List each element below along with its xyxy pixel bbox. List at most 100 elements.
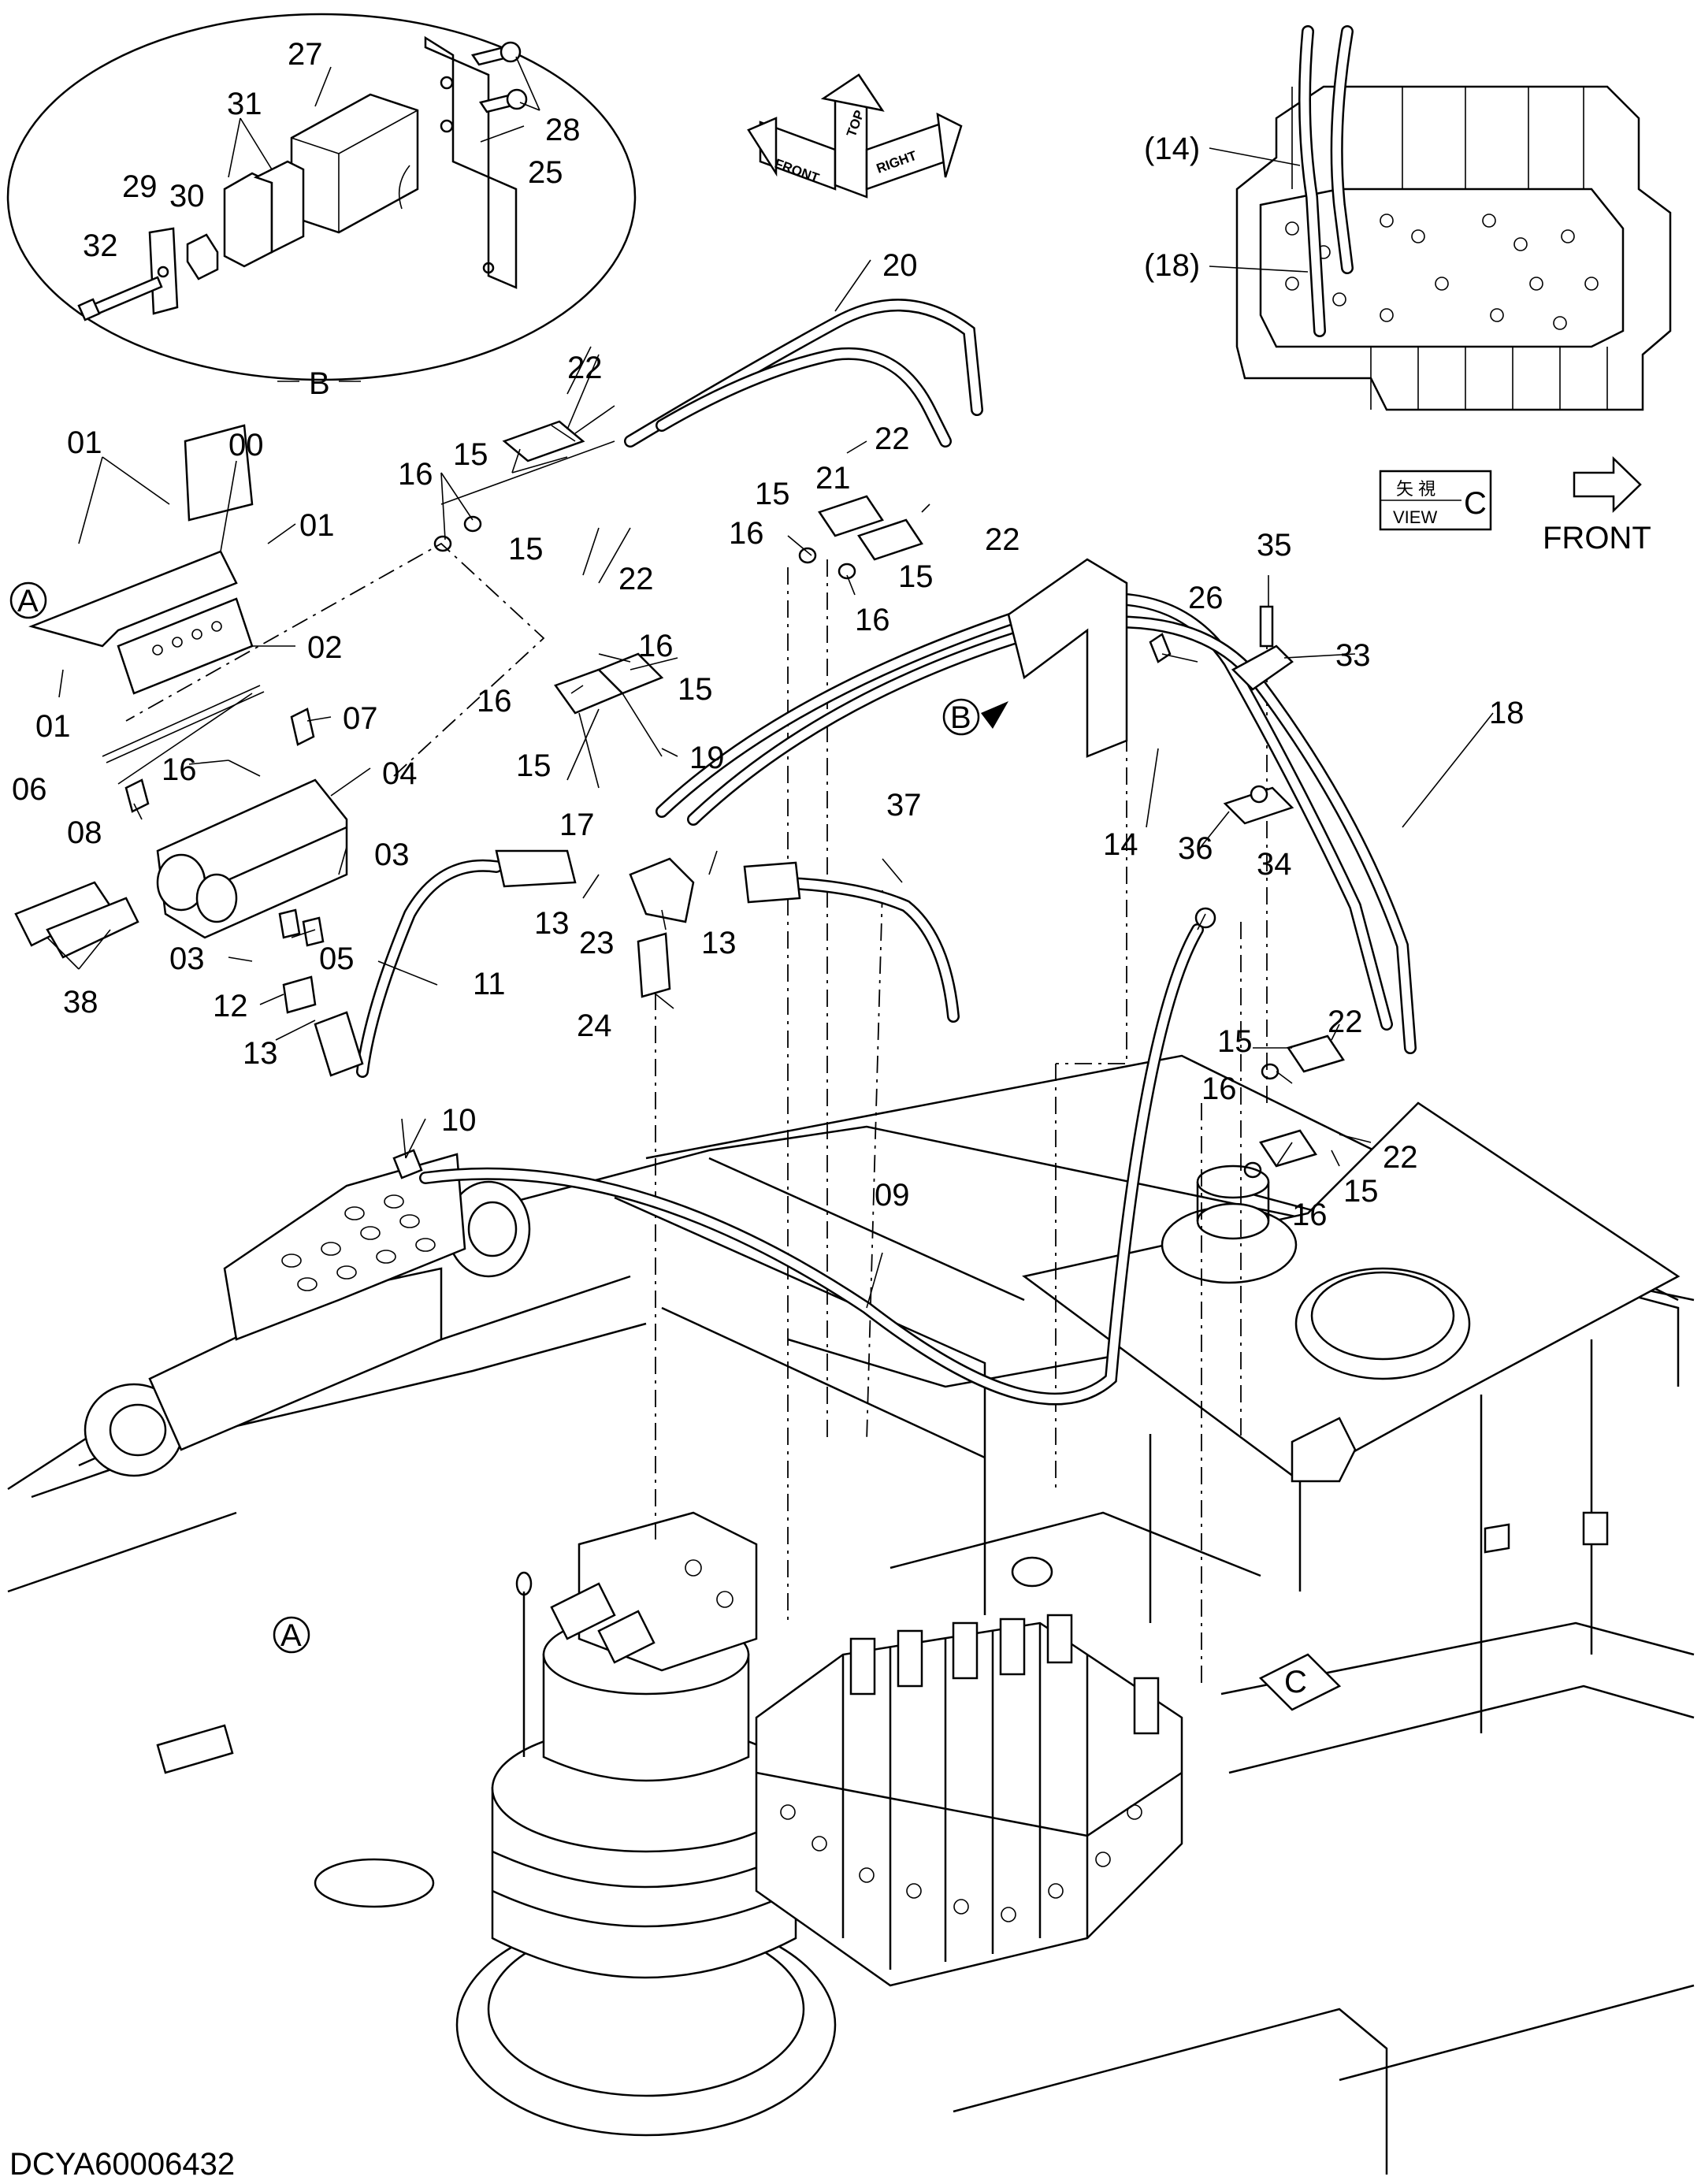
dipstick-ring — [515, 1571, 533, 1596]
hydraulic-tank — [1022, 1101, 1681, 1733]
callout-15: 15 — [755, 477, 790, 511]
callout-26: 26 — [1188, 581, 1224, 615]
callout-12: 12 — [213, 989, 248, 1023]
callout-00: 00 — [228, 428, 264, 462]
callout-16: 16 — [1201, 1072, 1237, 1106]
callout-29: 29 — [122, 169, 158, 204]
valve-plate-holes — [1285, 214, 1599, 330]
frame-rail — [1220, 1621, 1695, 1696]
callout-15: 15 — [898, 559, 934, 594]
ref-line — [125, 542, 545, 777]
bolt-17 — [578, 712, 600, 789]
callout-15: 15 — [453, 437, 488, 472]
clamp-half-31 — [253, 160, 305, 254]
control-valve-holes — [780, 1804, 1142, 1922]
view-c-hoses-inner — [1332, 27, 1352, 273]
view-c-hoses-inner — [1300, 27, 1324, 336]
callout-21: 21 — [815, 461, 851, 496]
fitting-10 — [392, 1149, 423, 1179]
callout-06: 06 — [12, 772, 47, 807]
callout-08: 08 — [67, 815, 102, 850]
callout-28: 28 — [545, 113, 581, 147]
callout-02: 02 — [307, 630, 343, 665]
detail-b-caption: B — [309, 366, 330, 401]
swing-motor-valve-bolt — [716, 1591, 734, 1608]
callout-10: 10 — [441, 1103, 477, 1138]
frame-rail — [1228, 1684, 1695, 1774]
frame-plate — [156, 1724, 234, 1774]
callout-24: 24 — [577, 1008, 612, 1043]
step-plate — [223, 1153, 466, 1341]
callout-35: 35 — [1257, 528, 1292, 563]
callout-13: 13 — [243, 1036, 278, 1071]
boom-foot — [7, 1511, 237, 1593]
step-plate-holes — [281, 1194, 436, 1291]
swing-motor-valve-port — [597, 1610, 656, 1664]
view-c-view: VIEW — [1393, 507, 1437, 527]
bolt-05 — [302, 916, 325, 947]
callout-22: 22 — [1383, 1140, 1418, 1175]
marker-b-arrow — [981, 701, 1008, 729]
fitting-08 — [124, 778, 150, 813]
hose-21-inner — [657, 349, 950, 446]
centre-frame-beam — [661, 1306, 986, 1459]
view-c-kanji: 矢 視 — [1396, 479, 1435, 499]
orientation-symbol: FRONT TOP RIGHT — [747, 73, 963, 199]
frame-rail — [1339, 1984, 1695, 2082]
flange-15-right — [1287, 1034, 1345, 1073]
leader — [1209, 266, 1309, 273]
callout-22: 22 — [618, 562, 654, 596]
oring-16 — [1261, 1063, 1279, 1080]
bolt-19 — [622, 693, 663, 757]
bolt-28-head — [500, 41, 522, 63]
orientation-arrow-top-head — [820, 73, 885, 112]
centre-frame-beam — [708, 1157, 1025, 1302]
valve-plate — [1259, 188, 1625, 348]
fitting-13-lower — [314, 1011, 364, 1077]
oring-16 — [798, 547, 817, 564]
callout-13: 13 — [534, 906, 570, 941]
mid-fittings — [433, 420, 1345, 1179]
callout-22: 22 — [875, 422, 910, 456]
swing-motor — [455, 1511, 837, 2137]
callout-19: 19 — [689, 741, 725, 775]
tube-06 — [102, 685, 261, 757]
upperstructure-frame — [7, 1054, 1695, 2175]
swing-reducer-band — [492, 1850, 797, 1889]
callout-16: 16 — [855, 603, 890, 637]
callout-13: 13 — [701, 926, 737, 960]
callout-27: 27 — [288, 37, 323, 72]
callout-14: 14 — [1103, 827, 1138, 862]
tank-cover-inner — [1310, 1271, 1455, 1361]
leader — [1209, 147, 1301, 166]
bolt-05 — [278, 908, 301, 939]
bracket-hole — [440, 119, 454, 133]
hoses — [102, 299, 1417, 1406]
callout-33: 33 — [1335, 638, 1371, 673]
frame-rail — [953, 2008, 1388, 2175]
filler-neck-body — [1196, 1182, 1270, 1221]
ref-line — [1056, 701, 1127, 1064]
oring-16 — [1243, 1161, 1262, 1179]
fitting-07 — [290, 708, 315, 746]
callout-38: 38 — [63, 985, 98, 1020]
pilot-valve-assembly — [14, 424, 423, 1179]
callout-31: 31 — [227, 87, 262, 121]
callout-25: 25 — [528, 155, 563, 190]
callout-15: 15 — [1343, 1174, 1379, 1209]
centre-frame-beam — [889, 1511, 1261, 1577]
callout-30: 30 — [169, 179, 205, 214]
callout-15: 15 — [516, 748, 552, 783]
callout-03: 03 — [169, 942, 205, 976]
tank-body — [1149, 1339, 1593, 1733]
hose-18 — [687, 615, 1417, 1054]
marker-b — [942, 698, 980, 736]
flange-15-set — [596, 652, 664, 695]
bolt-26 — [1149, 633, 1172, 663]
bolt-35 — [1259, 605, 1274, 648]
callout-16: 16 — [162, 752, 197, 787]
frame-opening — [1011, 1556, 1053, 1588]
marker-a-bottom — [273, 1616, 310, 1654]
valve-04-port — [195, 873, 238, 923]
